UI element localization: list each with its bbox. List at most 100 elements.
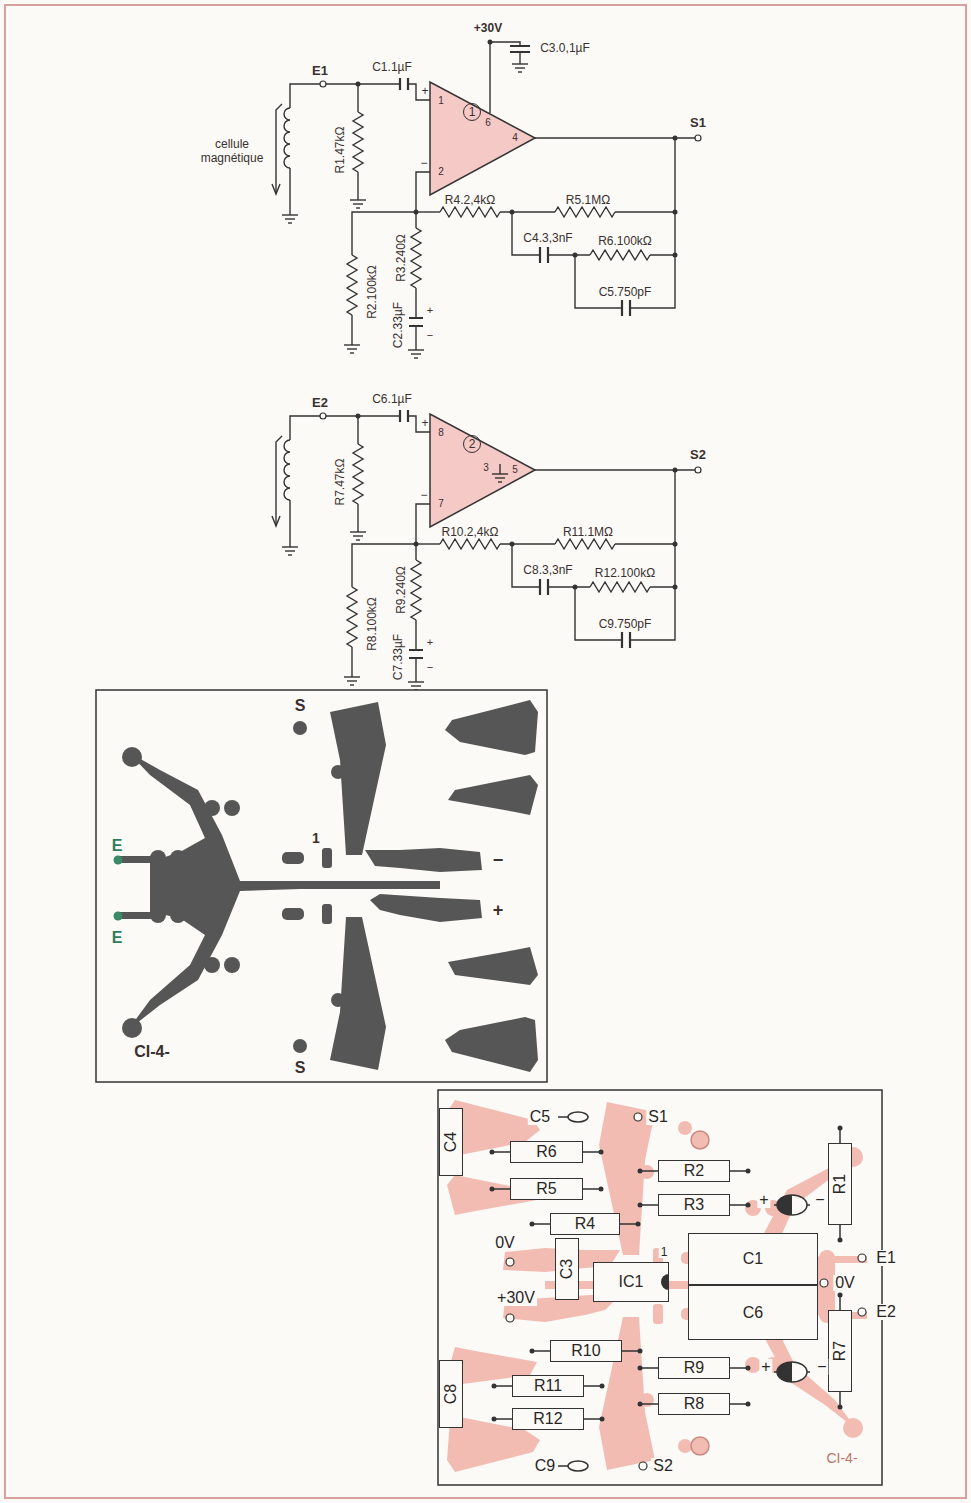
part-label: + <box>427 637 433 648</box>
part-label: R10.2,4kΩ <box>442 526 499 538</box>
component-label: R6 <box>536 1143 556 1161</box>
component-label: C4 <box>442 1132 460 1152</box>
component-label: C3 <box>558 1259 576 1279</box>
component-label: R3 <box>684 1196 704 1214</box>
component-label: R5 <box>536 1180 556 1198</box>
component-label: C6 <box>743 1304 763 1322</box>
component-value: R7.47kΩ <box>334 459 346 506</box>
capacitor-box: C1 <box>688 1233 818 1285</box>
terminal-label: + <box>493 901 504 919</box>
component-label: C1 <box>743 1250 763 1268</box>
pcb-label: S2 <box>651 1458 675 1474</box>
part-label: + <box>427 305 433 316</box>
terminal-label: E2 <box>312 396 328 409</box>
part-label: + <box>421 417 428 429</box>
component-value: R3.240Ω <box>395 234 407 282</box>
component-value: R8.100kΩ <box>366 597 378 651</box>
resistor-box: R7 <box>828 1310 852 1392</box>
pcb-label: + <box>759 1359 772 1375</box>
pcb-label: 0V <box>493 1235 517 1251</box>
input-label: E <box>112 838 123 854</box>
resistor-box: R9 <box>658 1357 730 1379</box>
pcb-label: C5 <box>528 1109 552 1125</box>
part-label: C4.3,3nF <box>523 232 572 244</box>
terminal-label: +30V <box>474 22 502 34</box>
pcb-label: S1 <box>646 1109 670 1125</box>
resistor-box: R1 <box>828 1143 852 1225</box>
capacitor-box: C4 <box>439 1108 463 1176</box>
part-label: − <box>420 489 427 501</box>
terminal-label: CI-4- <box>134 1044 170 1060</box>
cartridge-label: cellule magnétique <box>192 138 272 166</box>
component-label: C8 <box>442 1384 460 1404</box>
component-label: R2 <box>684 1162 704 1180</box>
part-label: 7 <box>438 499 444 509</box>
resistor-box: R10 <box>550 1340 622 1362</box>
resistor-box: R5 <box>510 1178 583 1200</box>
component-label: R4 <box>575 1215 595 1233</box>
component-label: R7 <box>831 1341 849 1361</box>
resistor-box: R6 <box>510 1141 583 1163</box>
pcb-label: + <box>757 1192 770 1208</box>
component-label: R10 <box>571 1342 600 1360</box>
component-value: C7.33µF <box>392 634 404 680</box>
pcb-label: C9 <box>533 1458 557 1474</box>
part-label: R4.2,4kΩ <box>445 194 495 206</box>
opamp-number: 1 <box>463 103 481 121</box>
component-value: R2.100kΩ <box>366 265 378 319</box>
component-label: R1 <box>831 1174 849 1194</box>
terminal-label: S <box>295 698 306 714</box>
component-value: R9.240Ω <box>395 566 407 614</box>
terminal-label: − <box>493 851 504 869</box>
opamp-number: 2 <box>463 435 481 453</box>
part-label: 2 <box>438 167 444 177</box>
part-label: 5 <box>512 465 518 475</box>
component-label: R9 <box>684 1359 704 1377</box>
part-label: − <box>420 157 427 169</box>
terminal-label: S1 <box>690 116 706 129</box>
part-label: R12.100kΩ <box>595 567 655 579</box>
component-label: R11 <box>534 1377 562 1395</box>
terminal-label: 1 <box>312 831 320 845</box>
pcb-label: E1 <box>874 1250 898 1266</box>
resistor-box: R12 <box>512 1408 584 1430</box>
preamp-channel-2 <box>272 410 701 690</box>
pcb-label: +30V <box>495 1290 537 1306</box>
resistor-box: R4 <box>550 1213 620 1235</box>
ic-package: IC1 <box>593 1262 669 1302</box>
preamp-channel-1 <box>272 78 701 358</box>
terminal-label: S2 <box>690 448 706 461</box>
capacitor-box: C8 <box>439 1360 463 1428</box>
resistor-box: R2 <box>658 1160 730 1182</box>
component-label: R8 <box>684 1395 704 1413</box>
pcb-label: 0V <box>833 1275 857 1291</box>
part-label: − <box>427 330 433 341</box>
part-label: C9.750pF <box>599 618 652 630</box>
pcb-copper <box>118 700 538 1072</box>
capacitor-box: C6 <box>688 1285 818 1340</box>
pcb-label: − <box>813 1192 826 1208</box>
part-label: 1 <box>438 96 444 106</box>
part-label: C3.0,1µF <box>540 42 590 54</box>
component-value: C2.33µF <box>392 302 404 348</box>
part-label: + <box>421 85 428 97</box>
capacitor-box: C3 <box>555 1238 579 1300</box>
input-label: E <box>112 930 123 946</box>
pcb-label: 1 <box>659 1246 670 1258</box>
terminal-label: E1 <box>312 64 328 77</box>
part-label: 6 <box>485 118 491 128</box>
part-label: R6.100kΩ <box>598 235 652 247</box>
part-label: C6.1µF <box>372 393 412 405</box>
component-label: IC1 <box>619 1273 644 1291</box>
pcb-copper-ghost <box>447 1100 867 1472</box>
board-ref-ghost: CI-4- <box>824 1451 859 1465</box>
terminal-label: S <box>295 1060 306 1076</box>
resistor-box: R3 <box>658 1194 730 1216</box>
part-label: C5.750pF <box>599 286 652 298</box>
part-label: C1.1µF <box>372 61 412 73</box>
pin1-notch <box>661 1274 669 1290</box>
part-label: R5.1MΩ <box>566 194 610 206</box>
